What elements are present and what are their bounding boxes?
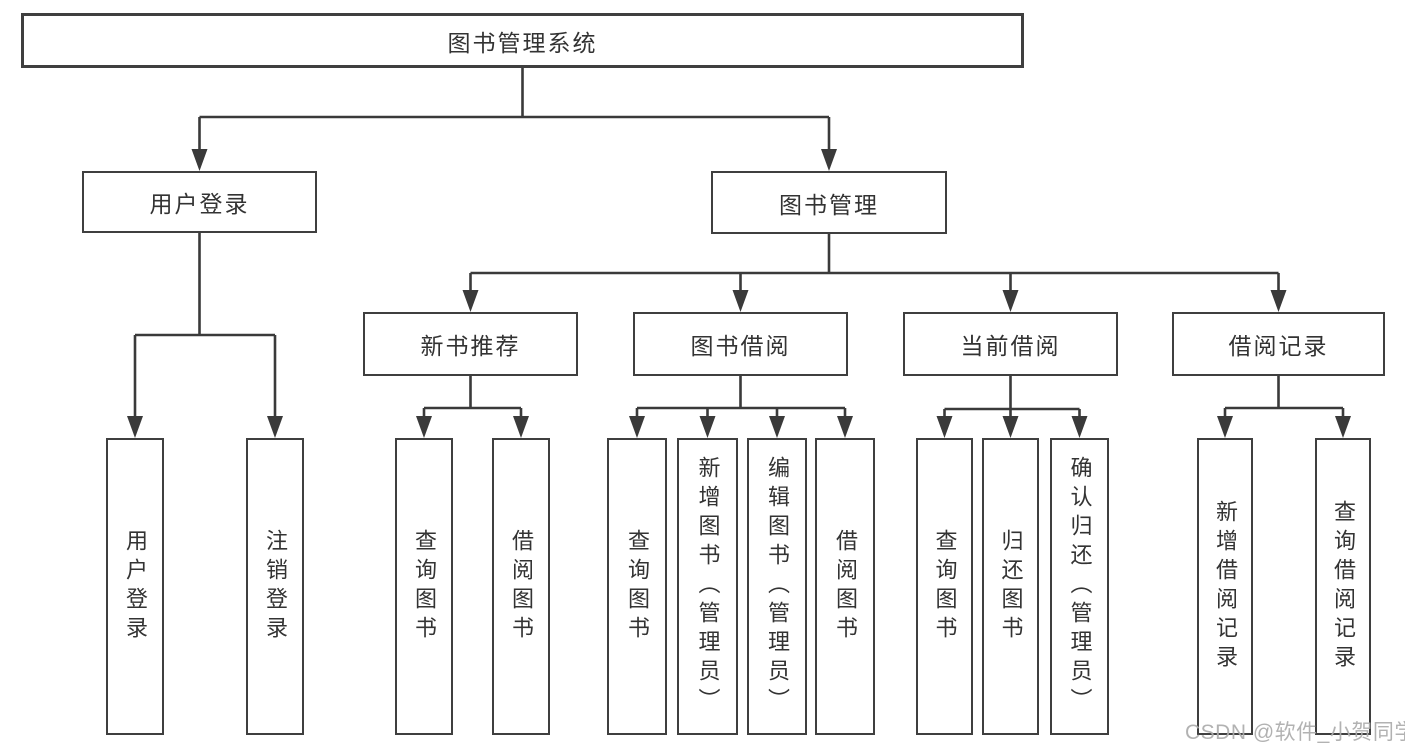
arrowhead-icon bbox=[699, 416, 716, 438]
node-bb-borrow-book: 借阅图书 bbox=[815, 438, 875, 735]
node-rec-borrow-book: 借阅图书 bbox=[492, 438, 550, 735]
connector-lines bbox=[422, 376, 523, 422]
node-logout: 注销登录 bbox=[246, 438, 304, 735]
node-label-cb-return-book: 归还图书 bbox=[998, 528, 1024, 645]
arrowhead-icon bbox=[1335, 416, 1351, 438]
node-label-current-borrow: 当前借阅 bbox=[960, 333, 1061, 359]
node-label-bb-borrow-book: 借阅图书 bbox=[833, 528, 858, 645]
node-label-cb-confirm-return: 确认归还（管理员） bbox=[1067, 456, 1093, 717]
arrowhead-icon bbox=[936, 416, 953, 438]
arrowhead-icon bbox=[821, 149, 837, 171]
connector-lines bbox=[469, 234, 1280, 296]
arrowhead-icon bbox=[732, 290, 749, 312]
node-cb-query-book: 查询图书 bbox=[916, 438, 973, 735]
node-root: 图书管理系统 bbox=[21, 13, 1024, 68]
node-label-logout: 注销登录 bbox=[263, 528, 288, 645]
connector-book-mgmt-to-level3 bbox=[462, 234, 1287, 312]
node-label-rec-query-book: 查询图书 bbox=[412, 528, 437, 645]
node-label-bb-add-book: 新增图书（管理员） bbox=[695, 456, 721, 717]
node-label-br-query-record: 查询借阅记录 bbox=[1331, 499, 1356, 674]
node-label-user-login: 用户登录 bbox=[149, 191, 250, 217]
node-bb-query-book: 查询图书 bbox=[607, 438, 667, 735]
arrowhead-icon bbox=[416, 416, 432, 438]
connector-user-login-to-children bbox=[127, 233, 283, 438]
node-label-rec-borrow-book: 借阅图书 bbox=[509, 528, 534, 645]
arrowhead-icon bbox=[837, 416, 853, 438]
connector-lines bbox=[635, 376, 847, 422]
connector-lines bbox=[198, 68, 831, 155]
arrowhead-icon bbox=[1071, 416, 1088, 438]
arrowhead-icon bbox=[462, 290, 479, 312]
node-br-add-record: 新增借阅记录 bbox=[1197, 438, 1253, 735]
arrowhead-icon bbox=[267, 416, 283, 438]
node-login: 用户登录 bbox=[106, 438, 164, 735]
node-label-cb-query-book: 查询图书 bbox=[932, 528, 958, 645]
node-label-bb-query-book: 查询图书 bbox=[625, 528, 650, 645]
arrowhead-icon bbox=[1217, 416, 1233, 438]
node-current-borrow: 当前借阅 bbox=[903, 312, 1118, 376]
node-label-root: 图书管理系统 bbox=[447, 29, 598, 56]
node-cb-confirm-return: 确认归还（管理员） bbox=[1050, 438, 1109, 735]
node-book-mgmt: 图书管理 bbox=[711, 171, 947, 234]
arrowhead-icon bbox=[1270, 290, 1287, 312]
node-br-query-record: 查询借阅记录 bbox=[1315, 438, 1371, 735]
connector-new-book-rec-to-children bbox=[416, 376, 529, 438]
arrowhead-icon bbox=[513, 416, 529, 438]
arrowhead-icon bbox=[1002, 290, 1019, 312]
node-label-br-add-record: 新增借阅记录 bbox=[1213, 499, 1238, 674]
arrowhead-icon bbox=[127, 416, 143, 438]
node-label-book-mgmt: 图书管理 bbox=[779, 191, 879, 218]
node-label-borrow-record: 借阅记录 bbox=[1228, 333, 1329, 359]
node-cb-return-book: 归还图书 bbox=[982, 438, 1039, 735]
connector-current-borrow-to-children bbox=[936, 376, 1088, 438]
node-bb-add-book: 新增图书（管理员） bbox=[677, 438, 738, 735]
node-label-new-book-rec: 新书推荐 bbox=[420, 333, 521, 359]
arrowhead-icon bbox=[769, 416, 785, 438]
connector-root-to-level2 bbox=[191, 68, 837, 171]
node-rec-query-book: 查询图书 bbox=[395, 438, 453, 735]
node-borrow-record: 借阅记录 bbox=[1172, 312, 1385, 376]
connector-book-borrow-to-children bbox=[629, 376, 853, 438]
connector-lines bbox=[133, 233, 277, 422]
connector-borrow-record-to-children bbox=[1217, 376, 1351, 438]
arrowhead-icon bbox=[191, 149, 208, 171]
node-label-book-borrow: 图书借阅 bbox=[690, 333, 791, 359]
node-book-borrow: 图书借阅 bbox=[633, 312, 848, 376]
node-user-login: 用户登录 bbox=[82, 171, 317, 233]
node-new-book-rec: 新书推荐 bbox=[363, 312, 578, 376]
arrowhead-icon bbox=[1002, 416, 1019, 438]
node-label-bb-edit-book: 编辑图书（管理员） bbox=[765, 456, 790, 717]
node-label-login: 用户登录 bbox=[123, 528, 148, 645]
node-bb-edit-book: 编辑图书（管理员） bbox=[747, 438, 807, 735]
connector-lines bbox=[943, 376, 1081, 422]
connector-lines bbox=[1223, 376, 1345, 422]
arrowhead-icon bbox=[629, 416, 645, 438]
watermark-text: CSDN @软件_小贺同学 bbox=[1185, 721, 1405, 744]
